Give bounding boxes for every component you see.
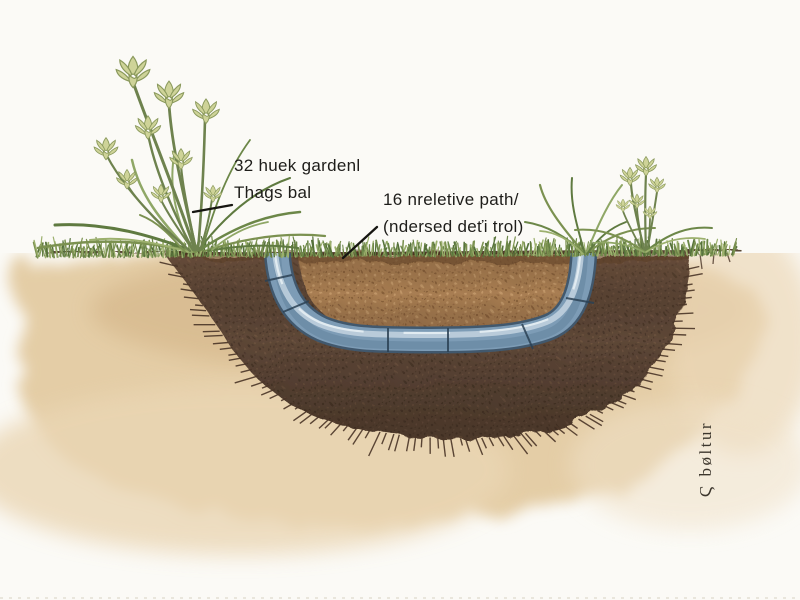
label-pipe: 16 nreletive path/ (ndersed deťi trol) — [383, 186, 524, 240]
left-plant-cluster — [36, 55, 327, 254]
left-plant-stems — [105, 80, 213, 253]
label-pipe-line1: 16 nreletive path/ — [383, 190, 519, 209]
label-plants-line2: Thags bal — [234, 183, 312, 202]
trench-gravel-fill — [299, 254, 575, 334]
label-pipe-line2: (ndersed deťi trol) — [383, 217, 524, 236]
left-plant-blades — [36, 139, 327, 254]
right-seed-plant — [574, 156, 713, 254]
right-grass-clump — [524, 177, 656, 256]
pipe-joints — [264, 274, 595, 352]
label-plants-line1: 32 huek gardenl — [234, 156, 361, 175]
leader-line-plants — [191, 203, 234, 214]
label-plants: 32 huek gardenl Thags bal — [234, 152, 360, 206]
leader-line-pipe — [341, 225, 379, 260]
drain-pipe — [264, 253, 595, 352]
soil-root-fringe — [159, 261, 703, 458]
artist-signature: Ϛ bøltur — [696, 420, 715, 498]
